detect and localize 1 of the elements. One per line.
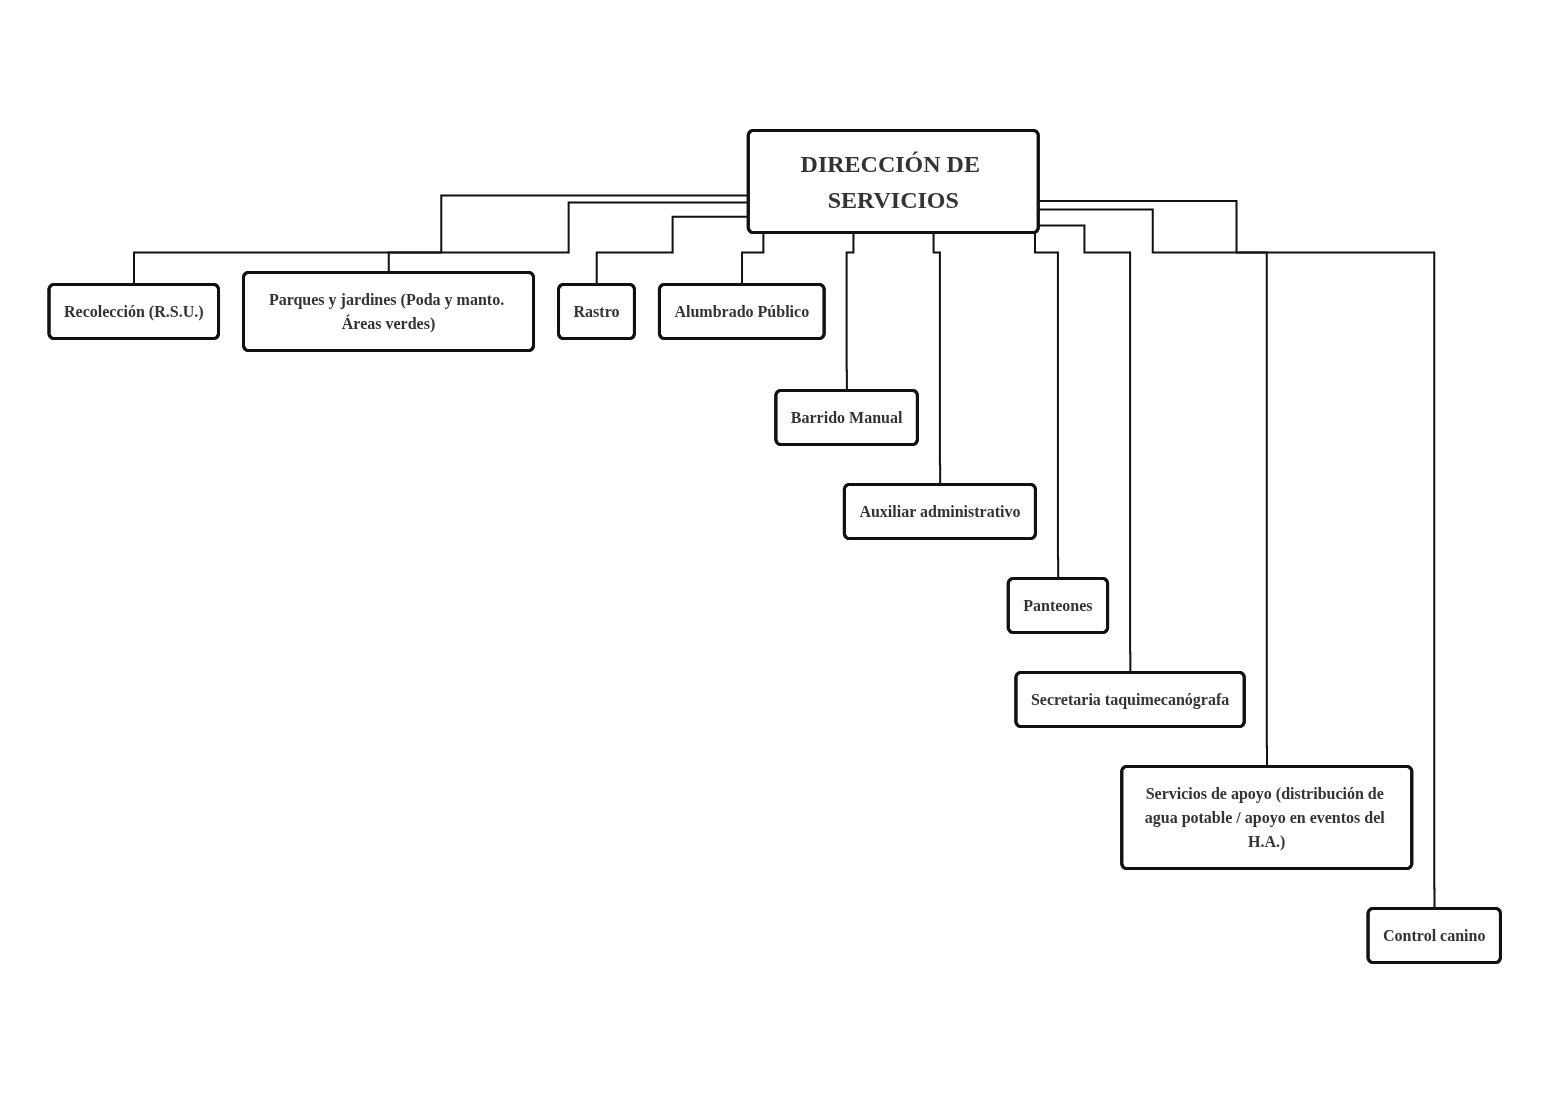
- node-text: Parques y jardines (Poda y manto. Áreas verdes): [268, 290, 504, 332]
